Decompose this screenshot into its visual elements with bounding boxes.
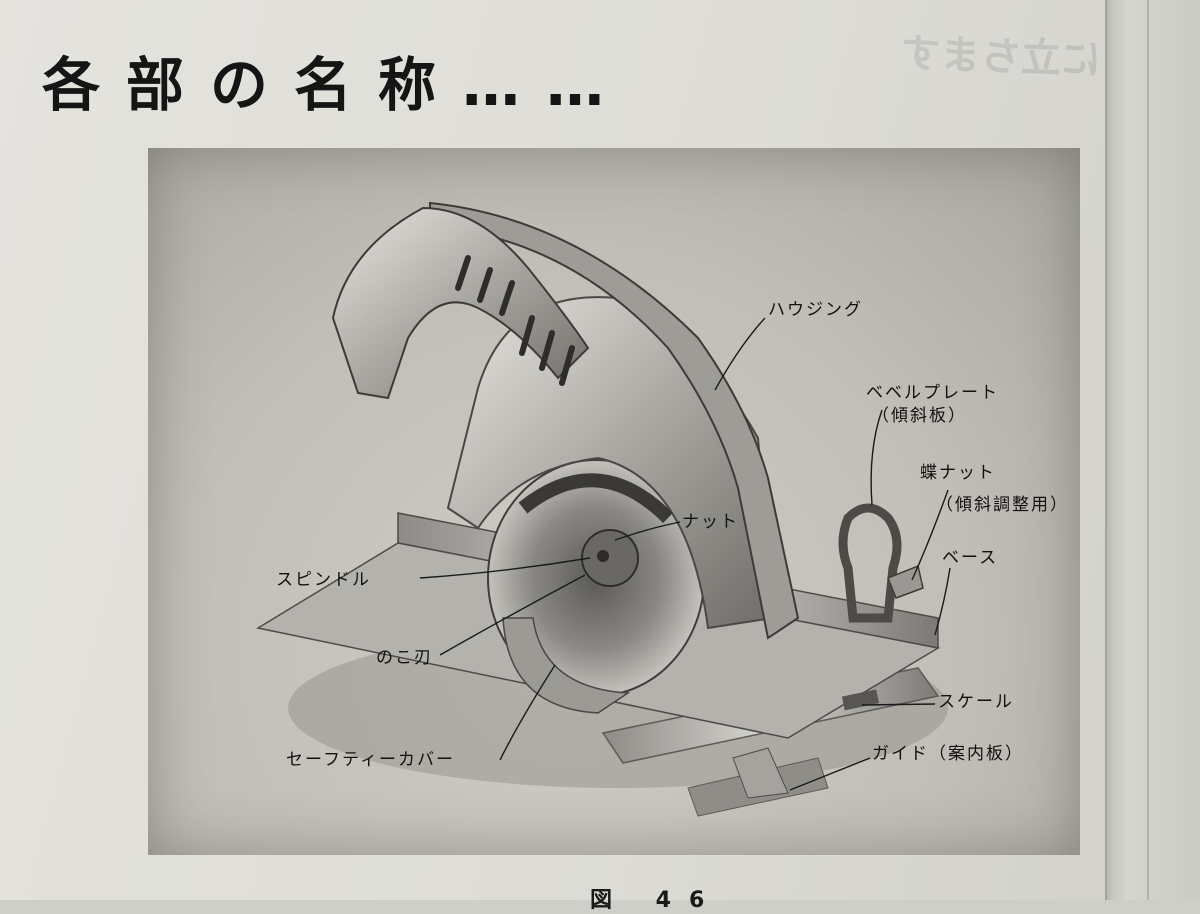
- label-guide: ガイド（案内板）: [872, 744, 1024, 764]
- bleed-through-text: に立ちます: [900, 30, 1102, 84]
- label-saw-blade: のこ刃: [376, 648, 433, 668]
- label-scale: スケール: [938, 692, 1014, 712]
- figure-caption: 図 46: [590, 888, 723, 913]
- label-housing: ハウジング: [768, 300, 863, 320]
- spindle: [597, 550, 609, 562]
- scale: [841, 689, 880, 711]
- book-spine-edge: [1105, 0, 1200, 900]
- label-base: ベース: [942, 548, 999, 568]
- label-wing-nut-note: （傾斜調整用）: [936, 495, 1069, 515]
- label-wing-nut: 蝶ナット: [920, 463, 996, 483]
- bevel-plate: [838, 503, 902, 623]
- label-spindle: スピンドル: [276, 570, 371, 590]
- label-bevel-plate-note: （傾斜板）: [872, 406, 967, 426]
- label-bevel-plate: ベベルプレート: [866, 383, 999, 403]
- circular-saw-illustration: [255, 201, 948, 817]
- handle: [331, 206, 590, 400]
- housing-vents: [455, 255, 575, 386]
- page-title: 各部の名称……: [42, 51, 631, 119]
- label-safety-cover: セーフティーカバー: [286, 750, 455, 770]
- label-nut: ナット: [682, 512, 739, 532]
- nut: [581, 529, 639, 587]
